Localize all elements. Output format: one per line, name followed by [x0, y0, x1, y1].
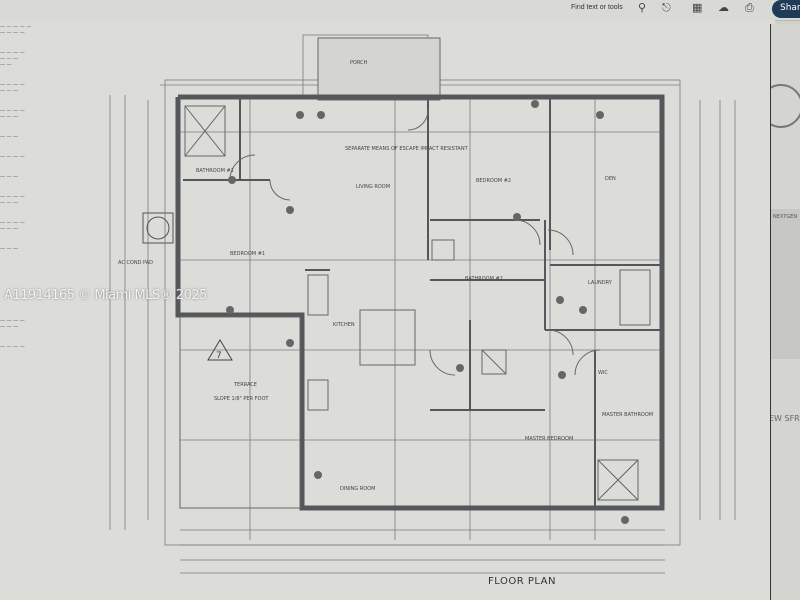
section-marker-shape: [207, 339, 233, 361]
watermark: A11914165 © Miami MLS® 2025: [4, 288, 207, 303]
pdf-toolbar: Find text or tools ⚲ ⎋ ▦ ☁ ⎙ Share: [0, 0, 800, 21]
upload-cloud-icon[interactable]: ☁: [718, 1, 729, 14]
room-laundry: LAUNDRY: [588, 280, 613, 286]
drawing-title: FLOOR PLAN: [488, 576, 556, 587]
search-icon[interactable]: ⚲: [638, 1, 647, 14]
terrace-slope-note: SLOPE 1/8" PER FOOT: [214, 396, 269, 402]
door-swings: [229, 109, 601, 376]
print-icon[interactable]: ⎙: [745, 1, 754, 14]
room-kitchen: KITCHEN: [333, 322, 355, 328]
project-name: NEW SFR: [770, 414, 800, 423]
dimension-lines: [109, 34, 736, 574]
company-block: [771, 209, 800, 359]
egress-note: SEPARATE MEANS OF ESCAPE IMPACT RESISTAN…: [345, 146, 469, 152]
room-dining: DINING ROOM: [340, 486, 375, 492]
room-master-bedroom: MASTER BEDROOM: [525, 436, 573, 442]
room-bathroom2: BATHROOM #2: [465, 276, 503, 282]
share-button[interactable]: Share: [772, 0, 800, 18]
room-bathroom1: BATHROOM #1: [196, 168, 234, 174]
porch-area: [317, 37, 441, 101]
room-terrace: TERRACE: [233, 382, 257, 388]
room-porch: PORCH: [350, 60, 368, 66]
ac-unit: [142, 212, 174, 244]
room-labels: BEDROOM #1 BEDROOM #2 BATHROOM #1 BATHRO…: [118, 60, 653, 492]
fixture-markers: [226, 100, 629, 524]
headphones-icon[interactable]: ⎋: [662, 1, 671, 14]
room-bedroom2: BEDROOM #2: [476, 178, 511, 184]
title-block-panel: NEXTGEN NEW SFR: [770, 24, 800, 600]
room-master-bathroom: MASTER BATHROOM: [602, 412, 653, 418]
room-den: DEN: [605, 176, 616, 182]
layout-icon[interactable]: ▦: [692, 1, 703, 14]
ac-pad-note: AC COND PAD: [118, 260, 153, 266]
terrace-outline: [179, 105, 651, 509]
interior-walls: [183, 97, 660, 508]
section-marker: 7: [216, 351, 222, 361]
floor-plan-drawing: BEDROOM #1 BEDROOM #2 BATHROOM #1 BATHRO…: [109, 34, 736, 574]
find-text-tools-field[interactable]: Find text or tools: [571, 4, 623, 11]
general-notes: — — — — —— — — — — — — —— — —— — — — — —…: [0, 24, 32, 350]
room-living: LIVING ROOM: [356, 184, 390, 190]
room-bedroom1: BEDROOM #1: [230, 251, 265, 257]
exterior-walls: [175, 94, 665, 511]
seal-icon: [771, 84, 800, 128]
company-name: NEXTGEN: [773, 214, 798, 220]
room-wic: WIC: [598, 370, 608, 376]
